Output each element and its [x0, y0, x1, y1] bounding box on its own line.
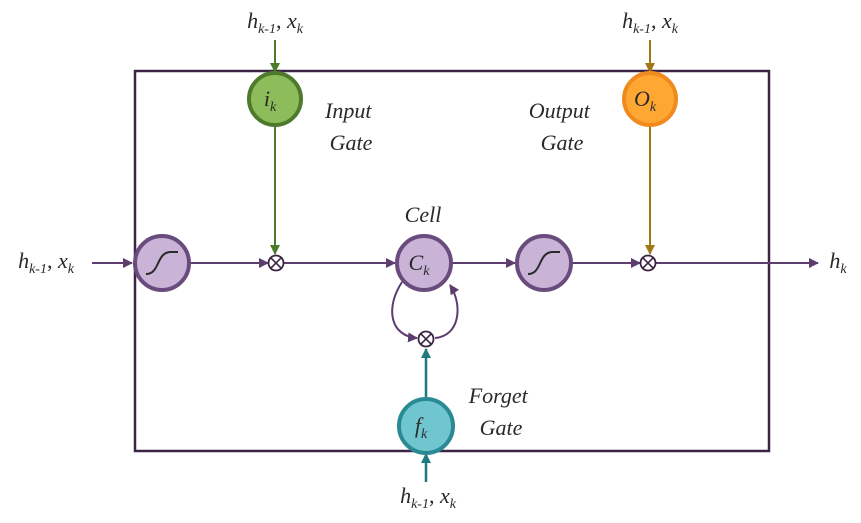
- forget-gate-node: fk: [397, 397, 455, 455]
- output-gate-symbol: O: [634, 86, 650, 111]
- output-multiply-node: [639, 254, 657, 272]
- cell-label: Cell: [405, 202, 442, 227]
- input-activation-circle: [133, 234, 191, 292]
- input-gate-label: Input Gate: [324, 98, 377, 155]
- cell-loop-left: [391, 281, 418, 343]
- output-gate-subscript: k: [650, 100, 657, 115]
- cell-subscript: k: [423, 264, 430, 279]
- svg-text:Ok: Ok: [634, 86, 657, 115]
- sigmoid-icon: [145, 251, 178, 275]
- cell-circle: [395, 234, 453, 292]
- cell-symbol: C: [409, 250, 424, 275]
- input-gate-label-line2: Gate: [330, 130, 373, 155]
- svg-text:ik: ik: [264, 86, 277, 115]
- input-gate-circle: [247, 71, 303, 127]
- output-gate-circle: [622, 71, 678, 127]
- svg-text:fk: fk: [415, 413, 428, 442]
- input-label-left: hk-1, xk: [18, 248, 75, 277]
- input-label-top-right: hk-1, xk: [622, 8, 679, 37]
- forget-gate-label: Forget Gate: [468, 383, 534, 440]
- forget-multiply-node: [417, 330, 435, 348]
- output-gate-node: Ok: [622, 71, 678, 127]
- svg-text:Ck: Ck: [409, 250, 431, 279]
- forget-gate-label-line2: Gate: [480, 415, 523, 440]
- input-activation-node: [133, 234, 191, 292]
- input-gate-symbol: i: [264, 86, 270, 111]
- input-label-bottom: hk-1, xk: [400, 483, 457, 512]
- forget-gate-subscript: k: [421, 427, 428, 442]
- sigmoid-icon: [527, 251, 560, 275]
- cell-loop-right: [434, 284, 460, 339]
- input-gate-node: ik: [247, 71, 303, 127]
- output-gate-label-line2: Gate: [541, 130, 584, 155]
- input-label-top-left: hk-1, xk: [247, 8, 304, 37]
- input-gate-label-line1: Input: [324, 98, 372, 123]
- input-multiply-node: [267, 254, 285, 272]
- input-gate-subscript: k: [270, 100, 277, 115]
- output-label: hk: [829, 248, 847, 277]
- output-gate-label-line1: Output: [529, 98, 591, 123]
- forget-gate-circle: [397, 397, 455, 455]
- forget-gate-label-line1: Forget: [468, 383, 529, 408]
- forget-gate-symbol: f: [415, 413, 424, 438]
- output-activation-node: [515, 234, 573, 292]
- cell-node: Ck: [395, 234, 453, 292]
- output-activation-circle: [515, 234, 573, 292]
- output-gate-label: Output Gate: [529, 98, 596, 155]
